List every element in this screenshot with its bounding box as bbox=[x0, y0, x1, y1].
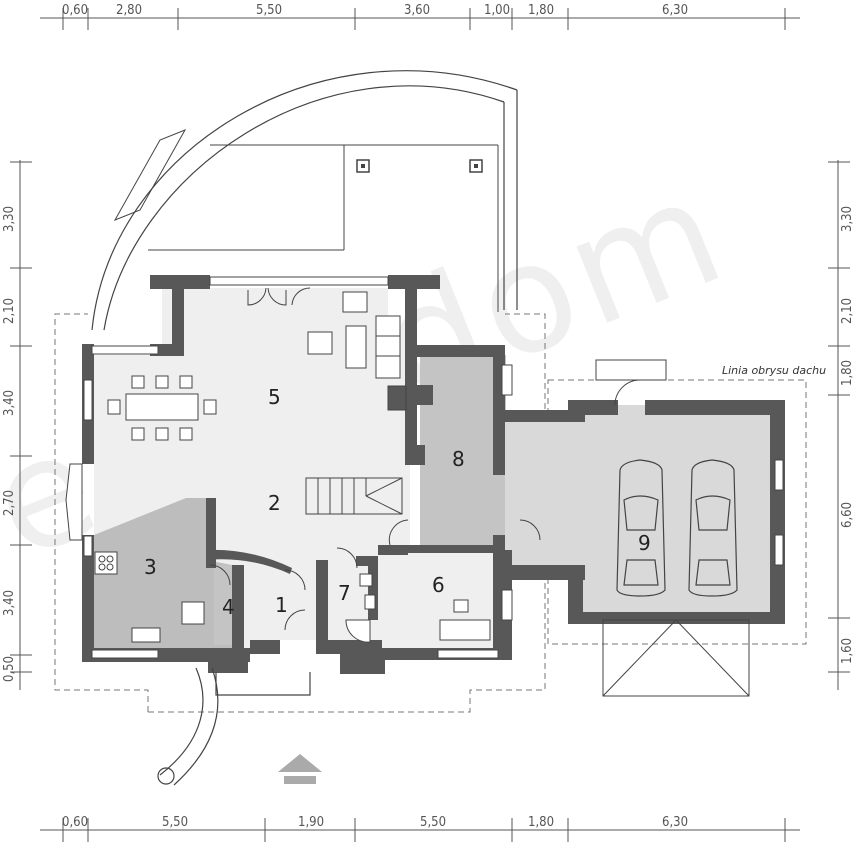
staircase bbox=[305, 477, 403, 515]
bathroom-fixtures bbox=[345, 573, 376, 643]
room-label-1: 1 bbox=[275, 593, 288, 617]
top-dim-6: 1,80 bbox=[528, 3, 554, 18]
left-dim-2: 2,10 bbox=[2, 298, 17, 324]
doors bbox=[209, 287, 667, 631]
top-dimension-line bbox=[40, 8, 800, 30]
right-dim-4: 6,60 bbox=[840, 502, 855, 528]
terrace-post-right-core bbox=[474, 164, 478, 168]
room-label-5: 5 bbox=[268, 385, 281, 409]
roof-outline-label: Linia obrysu dachu bbox=[722, 364, 826, 377]
living-set bbox=[307, 291, 407, 411]
carport-roof bbox=[602, 619, 750, 697]
room-label-8: 8 bbox=[452, 447, 465, 471]
top-dimension-labels: 0,60 2,80 5,50 3,60 1,00 1,80 6,30 bbox=[62, 3, 688, 18]
left-dimension-labels: 3,30 2,10 3,40 2,70 3,40 0,50 bbox=[2, 206, 17, 682]
left-dim-1: 3,30 bbox=[2, 206, 17, 232]
room-label-4: 4 bbox=[222, 595, 235, 619]
entrance-arrow bbox=[278, 754, 322, 772]
top-dim-4: 3,60 bbox=[404, 3, 430, 18]
kitchen-fixtures bbox=[94, 551, 205, 643]
right-dimension-line bbox=[828, 160, 850, 690]
top-dim-7: 6,30 bbox=[662, 3, 688, 18]
top-dim-5: 1,00 bbox=[484, 3, 510, 18]
right-dim-3: 1,80 bbox=[840, 360, 855, 386]
left-dim-4: 2,70 bbox=[2, 490, 17, 516]
left-dimension-line bbox=[10, 160, 32, 690]
garage-9-floor bbox=[580, 405, 770, 615]
room-label-2: 2 bbox=[268, 491, 281, 515]
terrace bbox=[91, 70, 518, 331]
left-dim-3: 3,40 bbox=[2, 390, 17, 416]
room-label-6: 6 bbox=[432, 573, 445, 597]
right-dim-5: 1,60 bbox=[840, 638, 855, 664]
left-dim-5: 3,40 bbox=[2, 590, 17, 616]
bottom-dim-2: 5,50 bbox=[162, 815, 188, 830]
top-dim-2: 2,80 bbox=[116, 3, 142, 18]
office-desk bbox=[439, 599, 491, 641]
dining-set bbox=[107, 375, 217, 441]
bottom-dim-3: 1,90 bbox=[298, 815, 324, 830]
entrance-path bbox=[157, 667, 311, 786]
right-dimension-labels: 3,30 2,10 1,80 6,60 1,60 bbox=[840, 206, 855, 664]
car-right bbox=[688, 459, 738, 597]
bottom-dim-4: 5,50 bbox=[420, 815, 446, 830]
windows bbox=[65, 276, 784, 659]
bottom-dim-6: 6,30 bbox=[662, 815, 688, 830]
top-dim-3: 5,50 bbox=[256, 3, 282, 18]
connector-floor bbox=[505, 420, 585, 570]
bottom-dim-1: 0,60 bbox=[62, 815, 88, 830]
room-label-3: 3 bbox=[144, 555, 157, 579]
right-dim-2: 2,10 bbox=[840, 298, 855, 324]
entrance-arrow-base bbox=[284, 776, 316, 784]
garage-floor bbox=[420, 355, 506, 545]
car-left bbox=[616, 459, 666, 597]
bottom-dimension-line bbox=[40, 818, 800, 842]
terrace-post-left-core bbox=[361, 164, 365, 168]
bottom-dimension-labels: 0,60 5,50 1,90 5,50 1,80 6,30 bbox=[62, 815, 688, 830]
room-label-7: 7 bbox=[338, 581, 351, 605]
room-label-9: 9 bbox=[638, 531, 651, 555]
right-dim-1: 3,30 bbox=[840, 206, 855, 232]
top-dim-1: 0,60 bbox=[62, 3, 88, 18]
left-dim-6: 0,50 bbox=[2, 656, 17, 682]
bottom-dim-5: 1,80 bbox=[528, 815, 554, 830]
